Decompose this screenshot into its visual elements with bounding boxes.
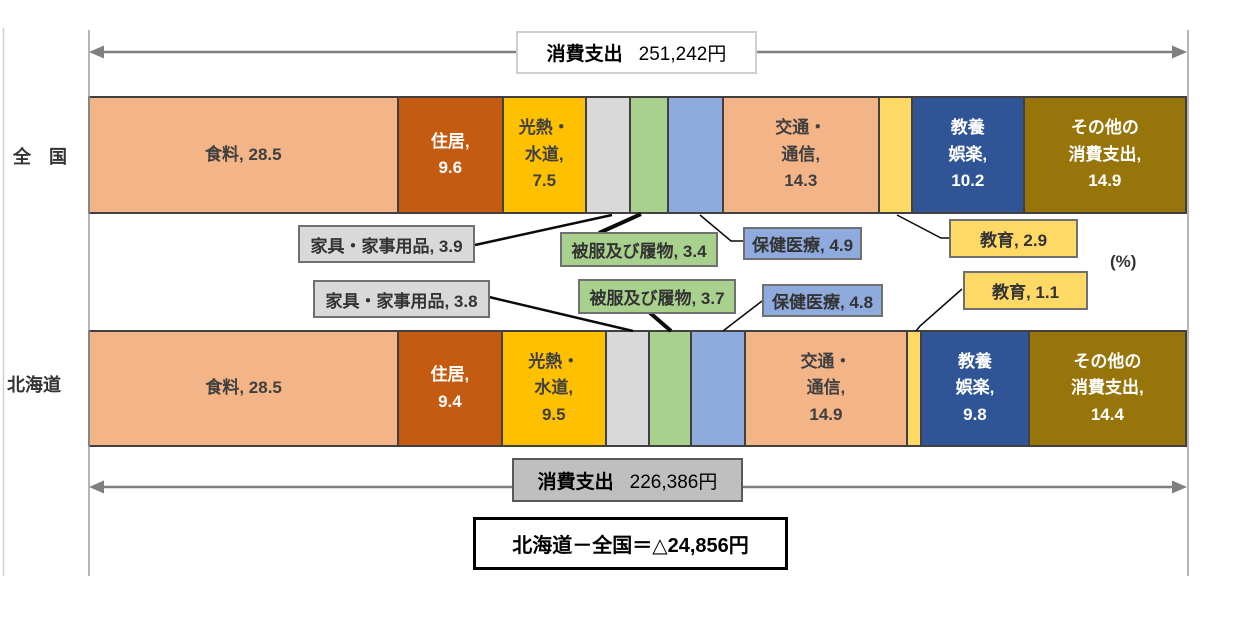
bar-segment-北海道-教養娯楽: 教養 娯楽, 9.8 [922,332,1030,445]
callout-education-hokkaido: 教育, 1.1 [963,271,1088,310]
bar-segment-北海道-光熱・水道: 光熱・ 水道, 9.5 [502,332,608,445]
bar-segment-全国-光熱・水道: 光熱・ 水道, 7.5 [503,98,587,212]
callout-furniture-hokkaido: 家具・家事用品, 3.8 [313,280,490,318]
bar-segment-全国-保健医療 [669,98,724,212]
bar-segment-北海道-保健医療 [691,332,746,445]
callout-clothing-national: 被服及び履物, 3.4 [560,232,718,267]
leader-education-hokkaido [915,288,963,332]
bar-segment-北海道-食料: 食料, 28.5 [90,332,400,445]
leader-clothing-hokkaido [647,310,673,333]
row-label-national: 全 国 [13,147,67,167]
callout-education-national: 教育, 2.9 [949,219,1078,258]
leader-education-national [896,214,949,239]
bar-segment-北海道-その他の消費支出: その他の 消費支出, 14.4 [1029,332,1186,445]
total-box-hokkaido: 消費支出 226,386円 [512,458,743,502]
percent-unit-label: (%) [1110,252,1137,271]
callout-medical-hokkaido: 保健医療, 4.8 [762,284,883,317]
total-value-national: 251,242円 [638,44,727,65]
bar-segment-北海道-家具・家事用品 [607,332,650,445]
total-box-national: 消費支出 251,242円 [516,31,757,74]
bar-segment-全国-教養娯楽: 教養 娯楽, 10.2 [912,98,1025,212]
bar-segment-全国-その他の消費支出: その他の 消費支出, 14.9 [1024,98,1185,212]
row-label-hokkaido: 北海道 [7,375,61,395]
total-value-hokkaido: 226,386円 [629,471,718,493]
callout-furniture-national: 家具・家事用品, 3.9 [298,225,475,263]
bar-segment-全国-教育 [879,98,913,212]
bar-segment-全国-食料: 食料, 28.5 [90,98,399,212]
bar-segment-全国-家具・家事用品 [586,98,631,212]
bar-segment-北海道-交通・通信: 交通・ 通信, 14.9 [745,332,909,445]
difference-annotation-box: 北海道－全国＝△24,856円 [473,517,788,570]
bar-segment-北海道-教育 [908,332,923,445]
bar-segment-全国-交通・通信: 交通・ 通信, 14.3 [723,98,880,212]
total-label-hokkaido: 消費支出 [537,471,614,493]
total-label-national: 消費支出 [546,44,623,65]
bar-segment-北海道-被服及び履物 [649,332,692,445]
callout-medical-national: 保健医療, 4.9 [743,227,862,260]
bar-segment-北海道-住居: 住居, 9.4 [399,332,503,445]
bar-segment-全国-被服及び履物 [630,98,670,212]
callout-clothing-hokkaido: 被服及び履物, 3.7 [578,279,736,314]
leader-clothing-national [598,212,642,235]
bar-segment-全国-住居: 住居, 9.6 [398,98,504,212]
